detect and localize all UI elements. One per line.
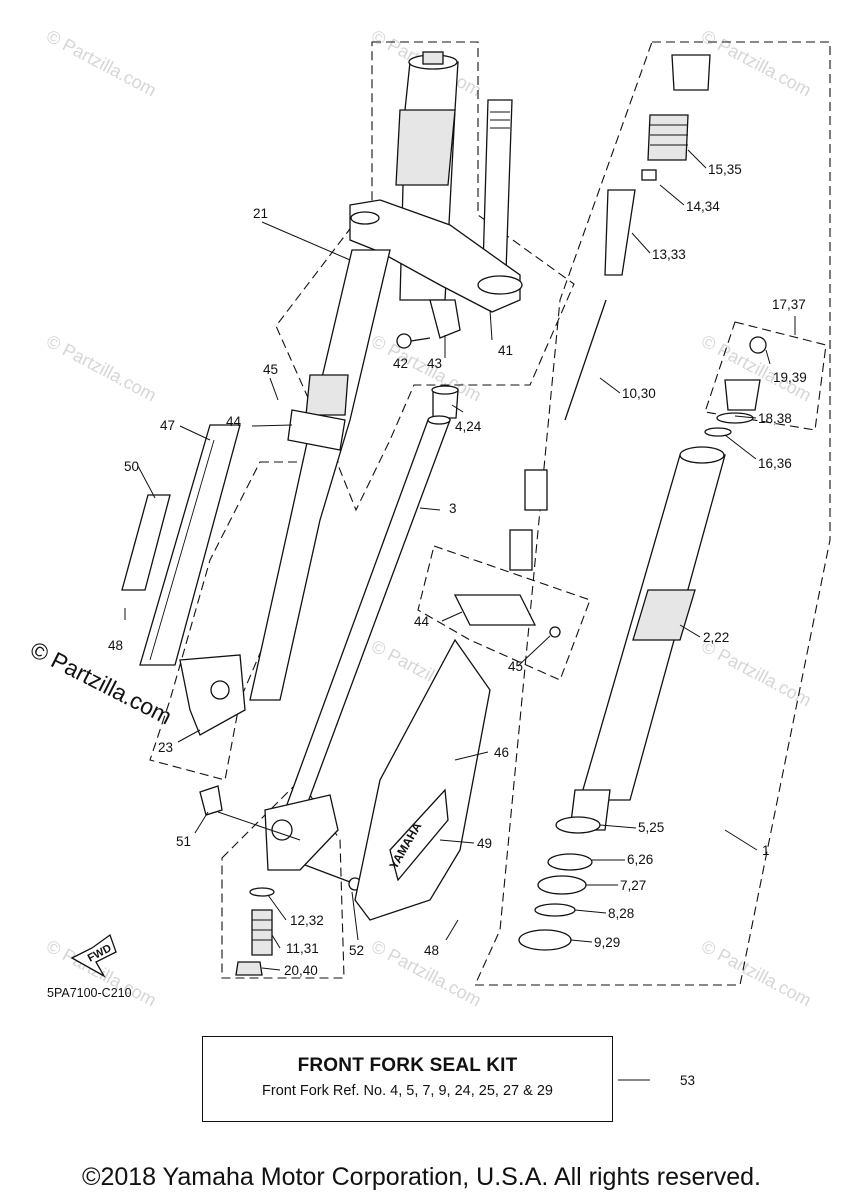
- label-44b: 44: [414, 614, 430, 629]
- label-19-39: 19,39: [773, 370, 807, 385]
- label-17-37: 17,37: [772, 297, 806, 312]
- label-20-40: 20,40: [284, 963, 318, 978]
- part-4-24-bushing: [431, 385, 459, 419]
- label-44a: 44: [226, 414, 242, 429]
- label-12-32: 12,32: [290, 913, 324, 928]
- label-21: 21: [253, 206, 268, 221]
- label-45a: 45: [263, 362, 278, 377]
- seal-kit-title: FRONT FORK SEAL KIT: [297, 1055, 518, 1076]
- label-15-35: 15,35: [708, 162, 742, 177]
- label-50: 50: [124, 459, 139, 474]
- label-6-26: 6,26: [627, 852, 653, 867]
- label-4-24: 4,24: [455, 419, 482, 434]
- label-2-22: 2,22: [703, 630, 729, 645]
- label-10-30: 10,30: [622, 386, 656, 401]
- label-43: 43: [427, 356, 442, 371]
- seal-stack: [518, 816, 601, 951]
- copyright-notice: ©2018 Yamaha Motor Corporation, U.S.A. A…: [82, 1163, 761, 1191]
- part-41-43-bracket: [396, 299, 461, 349]
- part-2-22-outer-tube: [569, 446, 726, 831]
- label-7-27: 7,27: [620, 878, 646, 893]
- label-48b: 48: [424, 943, 439, 958]
- label-23: 23: [158, 740, 173, 755]
- watermark: © Partzilla.com: [43, 26, 159, 101]
- label-13-33: 13,33: [652, 247, 686, 262]
- watermark: © Partzilla.com: [698, 26, 814, 101]
- lower-bracket: [179, 654, 362, 891]
- label-42: 42: [393, 356, 408, 371]
- label-48a: 48: [108, 638, 123, 653]
- label-53: 53: [680, 1073, 695, 1088]
- watermark: © Partzilla.com: [698, 636, 814, 711]
- callout-labels: 21 45 44 47 50 48 23 51 12,32 11,31 20,4…: [108, 162, 807, 1088]
- label-49: 49: [477, 836, 492, 851]
- label-9-29: 9,29: [594, 935, 620, 950]
- label-51: 51: [176, 834, 191, 849]
- label-14-34: 14,34: [686, 199, 720, 214]
- part-11-12-20-bottom: [235, 887, 275, 976]
- watermark: © Partzilla.com: [43, 331, 159, 406]
- label-11-31: 11,31: [286, 941, 319, 956]
- part-46-49-fork-guard: YAMAHA: [354, 638, 491, 921]
- label-16-36: 16,36: [758, 456, 792, 471]
- part-47-50-guards: [121, 424, 241, 666]
- diagram-code: 5PA7100-C210: [47, 986, 132, 1000]
- watermark: © Partzilla.com: [698, 936, 814, 1011]
- label-8-28: 8,28: [608, 906, 634, 921]
- label-1: 1: [762, 843, 770, 858]
- seal-kit-box: FRONT FORK SEAL KIT Front Fork Ref. No. …: [202, 1036, 613, 1122]
- label-52: 52: [349, 943, 364, 958]
- leader-lines: [124, 149, 796, 1081]
- label-45b: 45: [508, 659, 523, 674]
- part-44-lower-clamp: [453, 594, 561, 638]
- label-5-25: 5,25: [638, 820, 664, 835]
- label-47: 47: [160, 418, 175, 433]
- label-3: 3: [449, 501, 457, 516]
- right-damper-parts: [509, 54, 767, 571]
- label-18-38: 18,38: [758, 411, 792, 426]
- label-46: 46: [494, 745, 509, 760]
- label-41: 41: [498, 343, 513, 358]
- seal-kit-subtitle: Front Fork Ref. No. 4, 5, 7, 9, 24, 25, …: [262, 1083, 553, 1099]
